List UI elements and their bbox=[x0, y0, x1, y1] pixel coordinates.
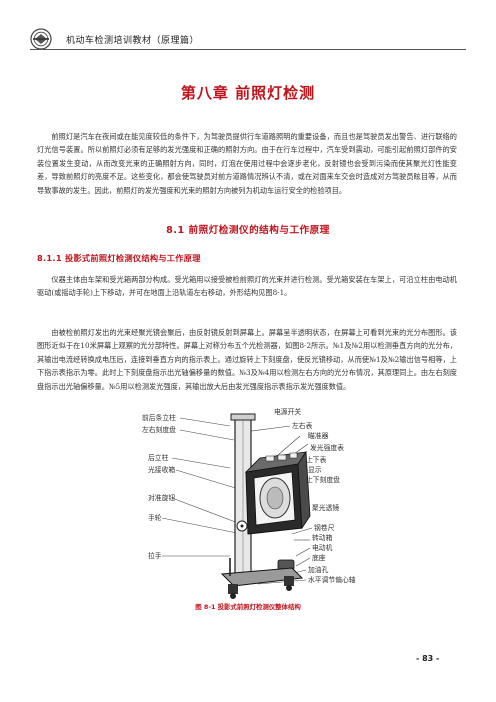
label-intensity-meter: 发光强度表 bbox=[310, 444, 344, 452]
label-up-down-dial: 上下刻度盘 bbox=[306, 476, 340, 484]
figure-caption: 图 8-1 投影式前照灯检测仪整体结构 bbox=[195, 603, 301, 611]
label-power-switch: 电源开关 bbox=[274, 408, 302, 416]
subsection-title: 8.1.1 投影式前照灯检测仪结构与工作原理 bbox=[37, 253, 201, 263]
section-title: 8.1 前照灯检测仪的结构与工作原理 bbox=[166, 225, 330, 236]
page-header: 机动车检测培训教材（原理篇） bbox=[0, 0, 496, 64]
intro-paragraph: 前照灯是汽车在夜间或在能见度较低的条件下，为驾驶员提供行车道路照明的重要设备，而… bbox=[37, 132, 457, 195]
label-condenser-lens: 聚光透镜 bbox=[312, 504, 340, 512]
structure-paragraph: 仪器主体由车架和受光箱两部分构成。受光箱用以接受被检前照灯的光束并进行检测。受光… bbox=[37, 275, 457, 298]
label-oil-hole: 加油孔 bbox=[308, 566, 329, 574]
page-number: - 83 - bbox=[416, 654, 440, 663]
label-front-rear-column: 前后条立柱 bbox=[142, 414, 176, 422]
label-light-receiving-box: 光接收箱 bbox=[148, 466, 176, 474]
label-leveling-shaft: 水平调节偏心轴 bbox=[308, 576, 356, 584]
label-handwheel: 手轮 bbox=[148, 514, 162, 522]
school-logo-icon bbox=[30, 28, 52, 50]
label-rear-column: 后立柱 bbox=[148, 454, 169, 462]
chapter-title: 第八章 前照灯检测 bbox=[180, 84, 316, 102]
principle-paragraph: 由被检前照灯发出的光束经聚光镜会聚后，由反射镜反射到屏幕上。屏幕呈半透明状态，在… bbox=[37, 328, 457, 391]
headlight-tester-drawing bbox=[161, 413, 313, 599]
label-motor: 电动机 bbox=[312, 544, 333, 552]
label-display: 显示 bbox=[308, 466, 322, 474]
label-left-right-dial: 左右刻度盘 bbox=[142, 426, 176, 434]
label-base: 底座 bbox=[312, 554, 326, 562]
label-sight: 瞄准器 bbox=[308, 432, 329, 440]
label-pull-handle: 拉手 bbox=[148, 552, 162, 560]
header-title: 机动车检测培训教材（原理篇） bbox=[66, 36, 200, 46]
label-aim-knob: 对准旋钮 bbox=[148, 494, 176, 502]
label-steel-tape: 钢卷尺 bbox=[314, 524, 335, 532]
label-left-right-meter: 左右表 bbox=[292, 422, 313, 430]
header-rule bbox=[30, 49, 466, 50]
headlight-tester-figure: 前后条立柱 左右刻度盘 后立柱 光接收箱 对准旋钮 手轮 拉手 电源开关 左右表… bbox=[142, 408, 364, 600]
label-rotating-box: 转动箱 bbox=[312, 534, 333, 542]
label-up-down-meter: 上下表 bbox=[306, 456, 327, 464]
